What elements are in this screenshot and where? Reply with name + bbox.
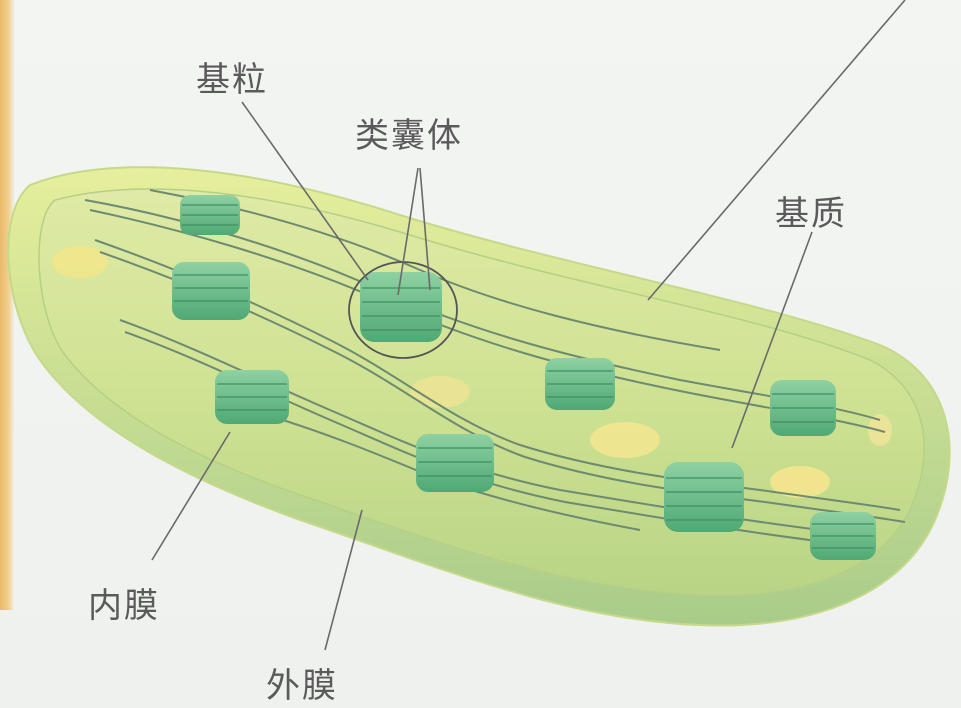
outer-membrane-label: 外膜 <box>266 658 338 707</box>
granum <box>180 195 240 235</box>
granum <box>810 512 876 560</box>
granum <box>770 380 836 436</box>
granum <box>215 370 289 424</box>
outer-edge-leader <box>648 0 905 300</box>
granum <box>664 462 744 532</box>
granum-label: 基粒 <box>196 52 268 101</box>
starch-grain <box>590 422 660 458</box>
granum <box>416 434 494 492</box>
granum <box>545 358 615 410</box>
inner-membrane-label: 内膜 <box>88 578 160 627</box>
granum <box>172 262 250 320</box>
stroma-label: 基质 <box>775 186 847 235</box>
thylakoid-label: 类囊体 <box>355 108 463 157</box>
starch-grain <box>52 246 108 278</box>
